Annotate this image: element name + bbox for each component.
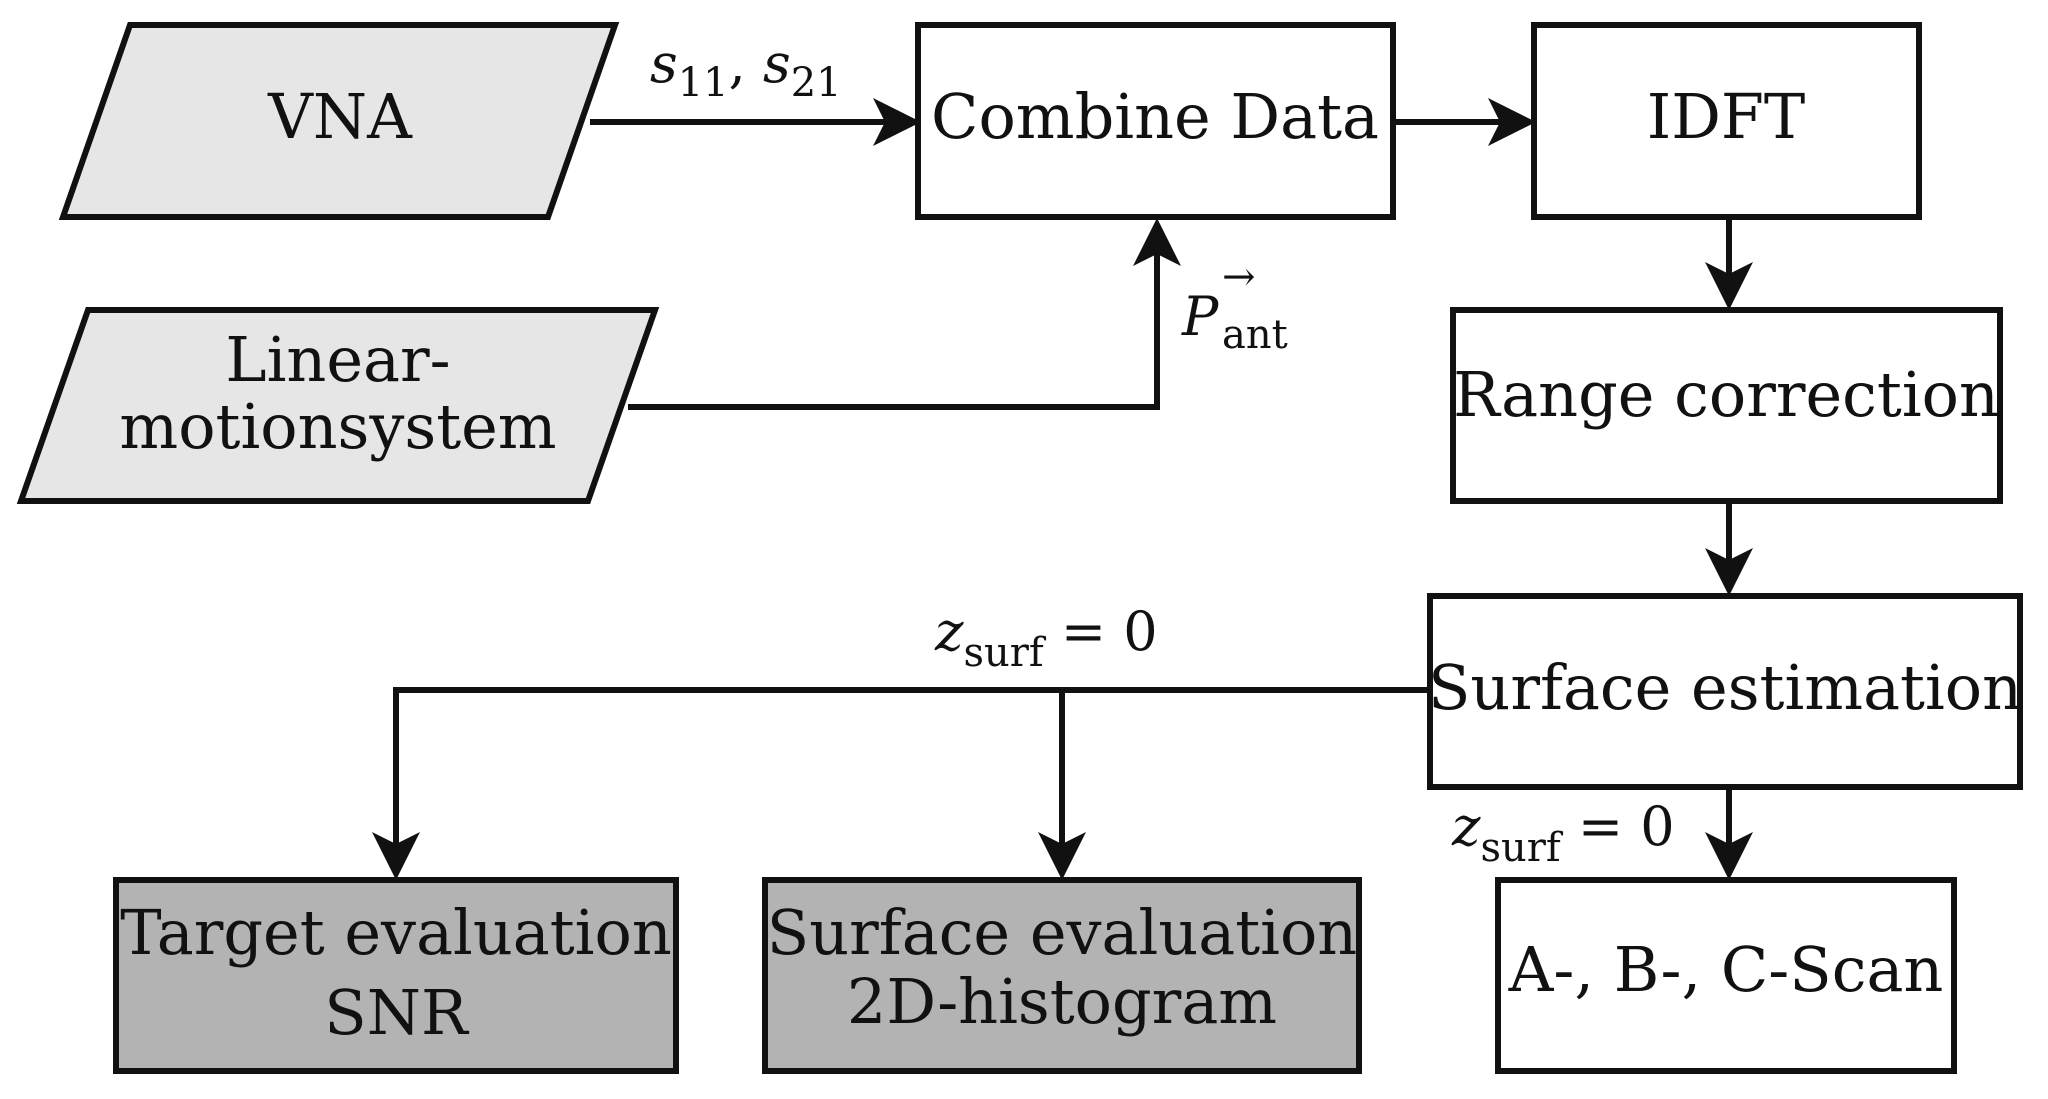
connectors <box>372 98 1753 880</box>
node-surface-estimation: Surface estimation <box>1427 593 2023 790</box>
surface-eval-label-line1: Surface evaluation <box>767 896 1357 969</box>
z-bottom-rest: = 0 <box>1561 795 1675 858</box>
node-vna: VNA <box>58 22 620 220</box>
edge-label-p-ant: P → ant <box>1181 254 1288 358</box>
node-range-correction: Range correction <box>1450 307 2003 504</box>
surface-est-label: Surface estimation <box>1428 651 2022 724</box>
node-idft: IDFT <box>1531 22 1922 220</box>
surface-eval-label-line2: 2D-histogram <box>847 965 1277 1038</box>
node-scan: A-, B-, C-Scan <box>1495 877 1957 1074</box>
z-top-rest: = 0 <box>1044 600 1158 663</box>
node-surface-evaluation: Surface evaluation 2D-histogram <box>762 877 1362 1074</box>
target-label-line2: SNR <box>324 976 470 1049</box>
z-bottom-base: z <box>1451 795 1481 858</box>
combine-box <box>915 22 1396 220</box>
linear-label-line2: motionsystem <box>119 390 556 463</box>
linear-parallelogram <box>16 307 660 504</box>
idft-label: IDFT <box>1647 80 1806 153</box>
idft-box <box>1531 22 1922 220</box>
node-target-evaluation: Target evaluation SNR <box>113 877 679 1074</box>
s11-subscript: 11 <box>678 60 729 106</box>
target-label-line1: Target evaluation <box>120 896 672 969</box>
range-label: Range correction <box>1453 358 1999 431</box>
node-linear-motionsystem: Linear- motionsystem <box>16 307 660 504</box>
combine-label: Combine Data <box>931 80 1379 153</box>
range-box <box>1450 307 2003 504</box>
node-combine-data: Combine Data <box>915 22 1396 220</box>
edge-linear-combine <box>628 218 1181 410</box>
vna-parallelogram <box>58 22 620 220</box>
vna-label: VNA <box>267 80 413 153</box>
p-ant-arrow: → <box>1222 254 1256 300</box>
edge-label-s-parameters: s11, s21 <box>650 32 842 106</box>
linear-label-line1: Linear- <box>225 323 450 396</box>
z-top-base: z <box>934 600 964 663</box>
s11-base: s <box>650 32 678 95</box>
z-bottom-subscript: surf <box>1480 825 1563 871</box>
surface-eval-box <box>762 877 1362 1074</box>
p-ant-subscript: ant <box>1222 312 1288 358</box>
surface-est-box <box>1427 593 2023 790</box>
s-separator: , <box>729 32 763 95</box>
edge-label-z-surf-bottom: zsurf = 0 <box>1451 795 1675 871</box>
s21-subscript: 21 <box>791 60 842 106</box>
scan-label: A-, B-, C-Scan <box>1508 933 1944 1006</box>
s21-base: s <box>763 32 791 95</box>
z-top-subscript: surf <box>963 630 1046 676</box>
edge-surface-target <box>372 687 1428 880</box>
edge-label-z-surf-top: zsurf = 0 <box>934 600 1158 676</box>
p-ant-base: P <box>1181 285 1220 348</box>
scan-box <box>1495 877 1957 1074</box>
target-box <box>113 877 679 1074</box>
